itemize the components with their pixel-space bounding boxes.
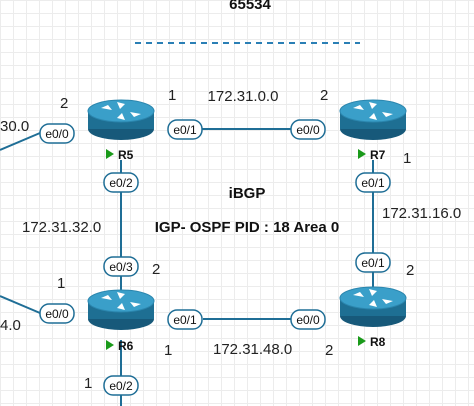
host-id-r8-north: 2: [406, 262, 414, 279]
host-id-r7-west: 2: [320, 87, 328, 104]
port-r7-e0-1[interactable]: e0/1: [355, 172, 391, 193]
port-r6-e0-3[interactable]: e0/3: [103, 256, 139, 277]
host-id-r7-south: 1: [403, 150, 411, 167]
r5-running-icon: [106, 149, 114, 159]
host-id-r6-east: 1: [164, 342, 172, 359]
port-label: e0/1: [173, 123, 197, 137]
protocol-label: iBGP: [229, 185, 266, 202]
link-r5-west: [0, 132, 41, 151]
link-r6-west: [0, 295, 41, 314]
port-label: e0/3: [109, 260, 133, 274]
port-r5-e0-0[interactable]: e0/0: [39, 123, 75, 144]
port-label: e0/1: [361, 256, 385, 270]
router-icon: [339, 286, 407, 328]
port-r6-e0-1[interactable]: e0/1: [167, 309, 203, 330]
r8-running-icon: [358, 336, 366, 346]
port-label: e0/1: [173, 313, 197, 327]
port-r7-e0-0[interactable]: e0/0: [290, 119, 326, 140]
port-label: e0/0: [45, 127, 69, 141]
network-label-r6-r8: 172.31.48.0: [213, 341, 292, 358]
host-id-r8-west: 2: [325, 342, 333, 359]
port-r5-e0-1[interactable]: e0/1: [167, 119, 203, 140]
router-r5[interactable]: [87, 99, 155, 141]
router-r6[interactable]: [87, 289, 155, 331]
router-label-r7: R7: [370, 148, 386, 162]
host-id-r6-south: 1: [84, 375, 92, 392]
port-label: e0/1: [361, 176, 385, 190]
port-label: e0/2: [109, 176, 133, 190]
network-label-r5-west: 30.0: [0, 118, 29, 135]
network-label-r5-r7: 172.31.0.0: [208, 88, 279, 105]
network-label-r7-r8: 172.31.16.0: [382, 205, 461, 222]
router-label-r6: R6: [118, 339, 134, 353]
router-icon: [87, 289, 155, 331]
router-r7[interactable]: [339, 99, 407, 141]
host-id-r5-east: 1: [168, 87, 176, 104]
network-label-r6-west: 4.0: [0, 317, 21, 334]
port-label: e0/0: [45, 307, 69, 321]
port-label: e0/0: [296, 313, 320, 327]
router-icon: [339, 99, 407, 141]
host-id-r5-west: 2: [60, 95, 68, 112]
router-r8[interactable]: [339, 286, 407, 328]
r7-running-icon: [358, 149, 366, 159]
port-r8-e0-0[interactable]: e0/0: [290, 309, 326, 330]
port-r6-e0-0[interactable]: e0/0: [39, 303, 75, 324]
port-label: e0/0: [296, 123, 320, 137]
port-r5-e0-2[interactable]: e0/2: [103, 172, 139, 193]
igp-label: IGP- OSPF PID : 18 Area 0: [155, 219, 340, 236]
network-label-r5-r6: 172.31.32.0: [22, 219, 101, 236]
router-icon: [87, 99, 155, 141]
router-label-r8: R8: [370, 335, 386, 349]
r6-running-icon: [106, 340, 114, 350]
host-id-r6-west: 1: [57, 275, 65, 292]
router-label-r5: R5: [118, 148, 134, 162]
port-r6-e0-2[interactable]: e0/2: [103, 375, 139, 396]
host-id-r6-north: 2: [152, 261, 160, 278]
as-number-label: 65534: [229, 0, 271, 13]
port-r8-e0-1[interactable]: e0/1: [355, 252, 391, 273]
port-label: e0/2: [109, 379, 133, 393]
